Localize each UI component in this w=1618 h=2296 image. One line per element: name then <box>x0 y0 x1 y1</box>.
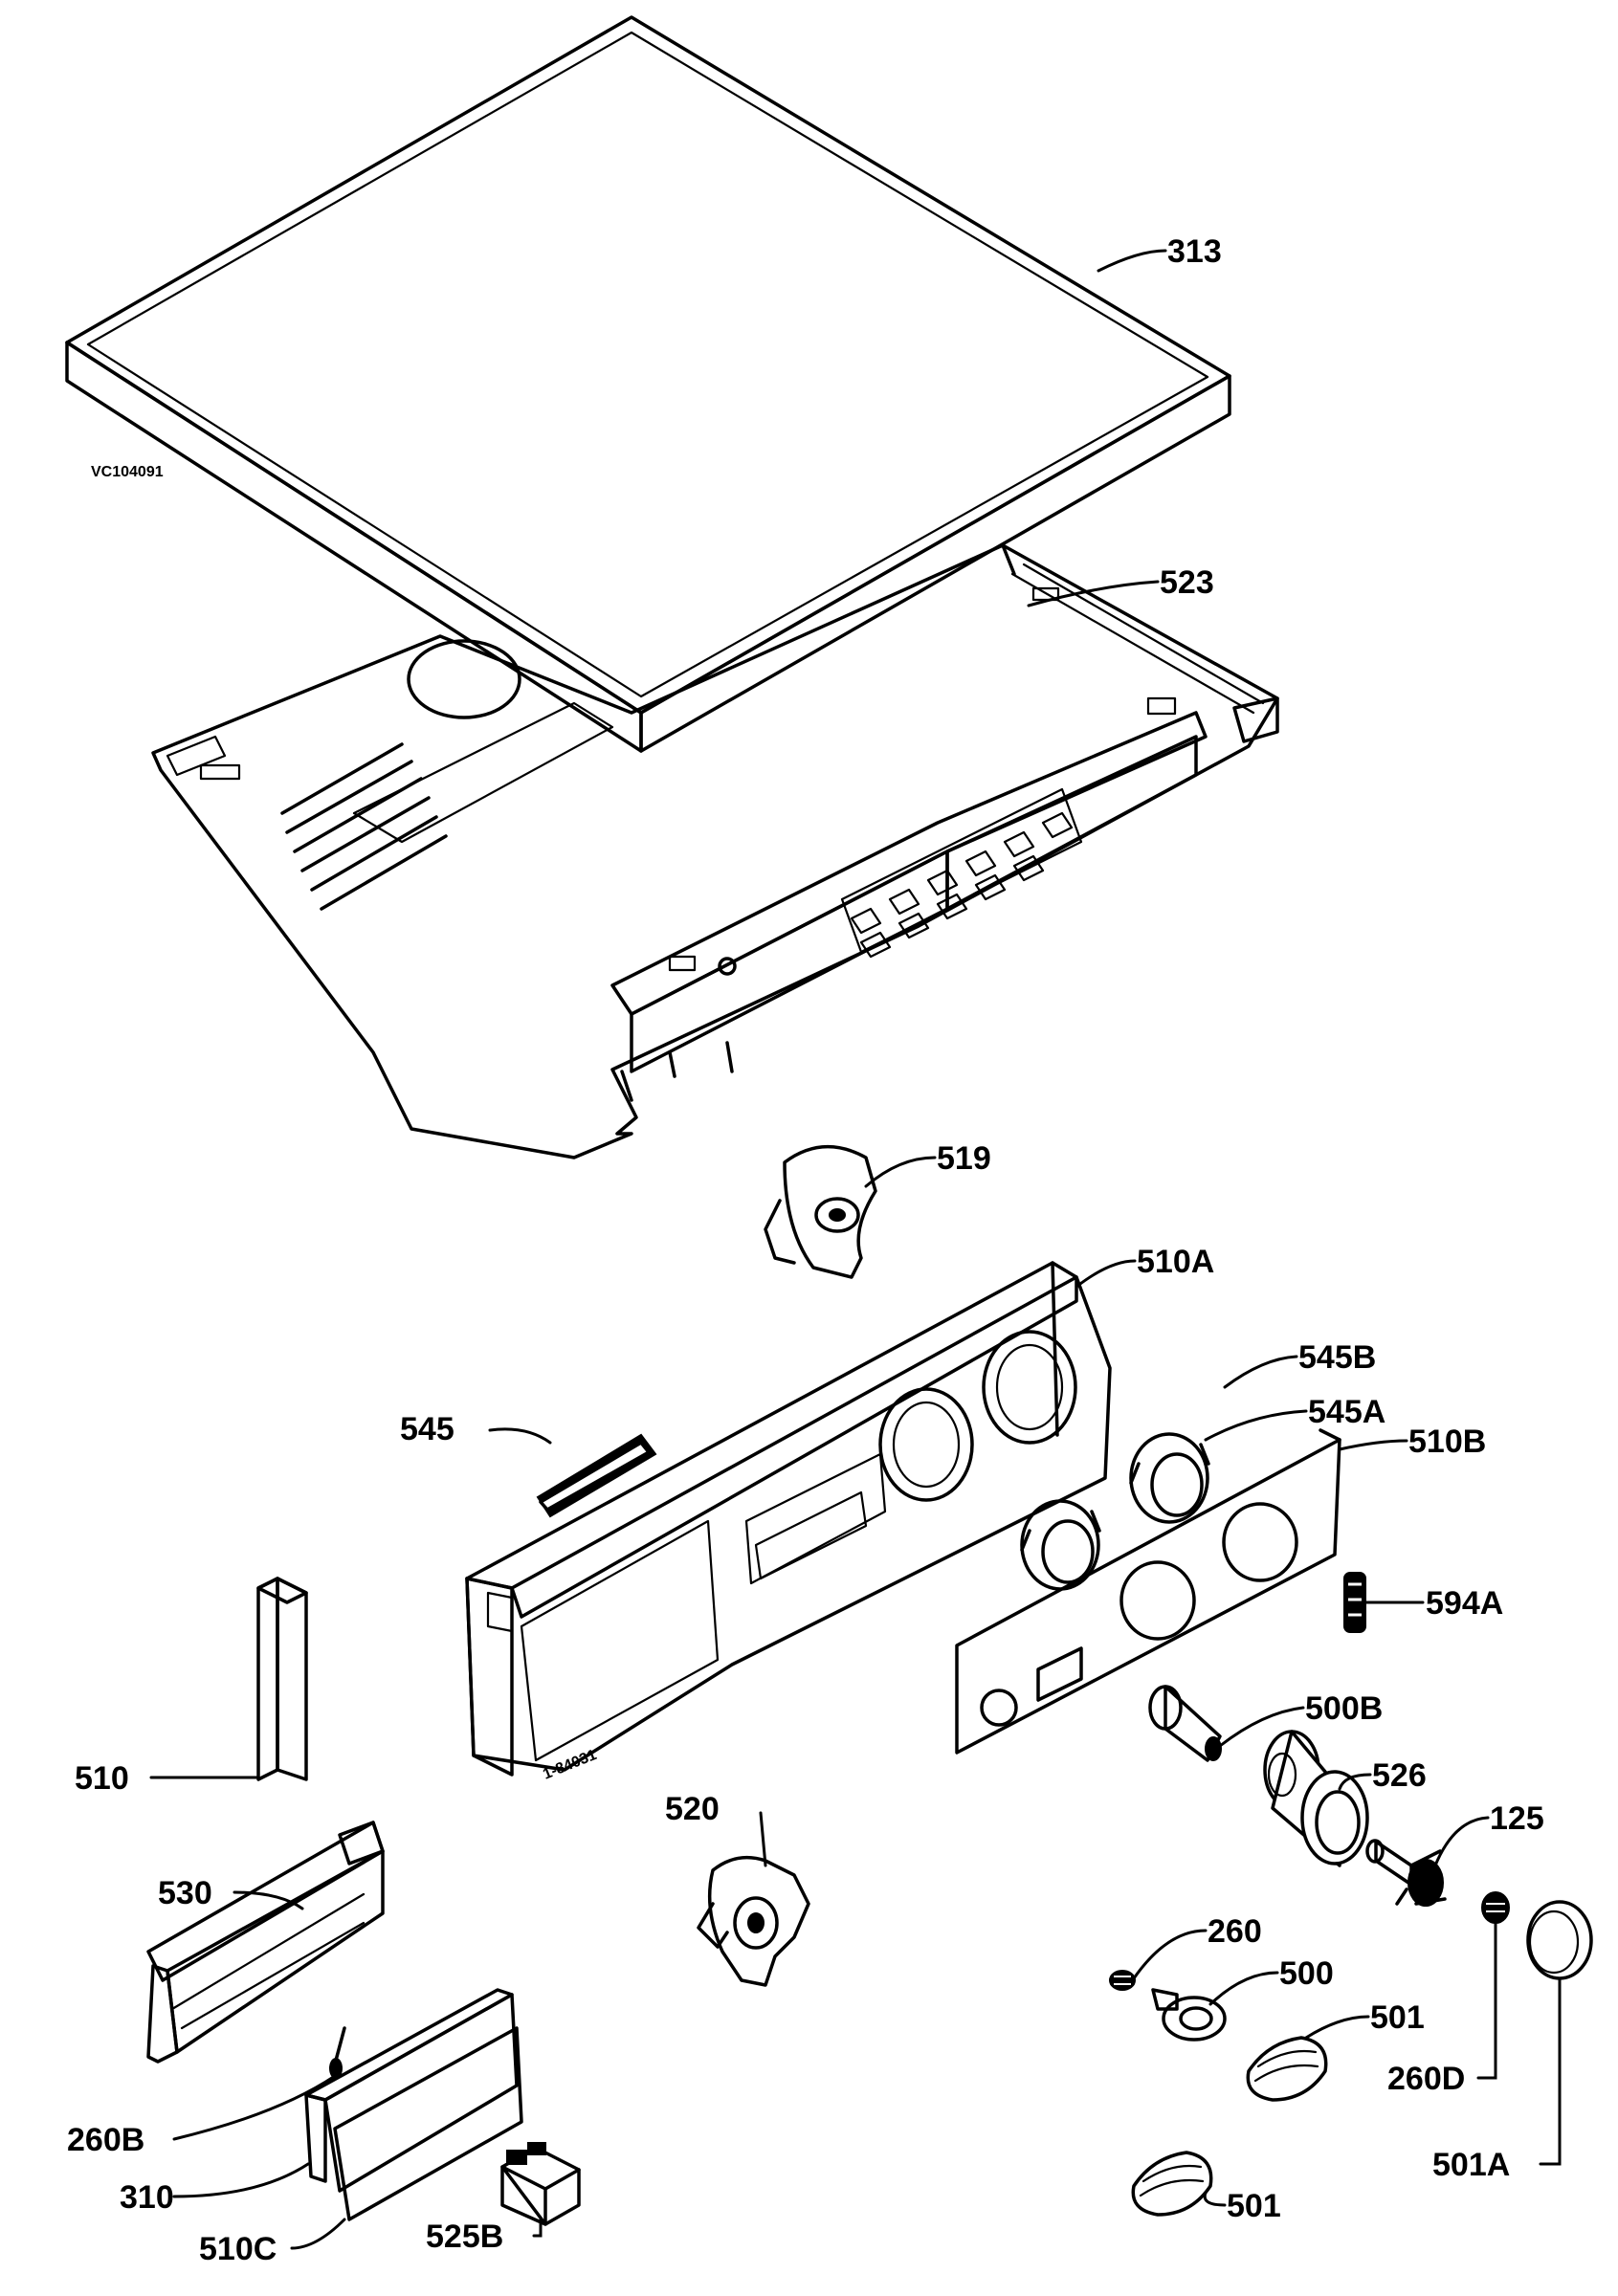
callout-510c: 510C <box>199 2231 277 2267</box>
callout-510: 510 <box>75 1760 129 1797</box>
callout-523: 523 <box>1160 564 1214 601</box>
part-510-bracket <box>256 1577 308 1781</box>
callout-525b: 525B <box>426 2219 503 2255</box>
leader-lines <box>149 249 1562 2250</box>
part-519-switch <box>764 1145 877 1279</box>
part-520-switch <box>697 1855 810 1987</box>
part-260-spring <box>1109 1970 1136 1991</box>
callout-510a: 510A <box>1137 1244 1214 1280</box>
callout-310: 310 <box>120 2179 174 2216</box>
part-525b-latch <box>500 2142 581 2226</box>
callout-313: 313 <box>1167 233 1222 270</box>
drawing-code-label: VC104091 <box>91 464 164 480</box>
part-501a-cap <box>1526 1900 1593 1980</box>
callout-500b: 500B <box>1305 1690 1383 1727</box>
part-594a-clip <box>1343 1572 1366 1633</box>
part-501-knob-lower <box>1131 2151 1213 2217</box>
callout-520: 520 <box>665 1791 720 1827</box>
callout-260d: 260D <box>1387 2061 1465 2097</box>
callout-510b: 510B <box>1408 1424 1486 1460</box>
callout-501-lower: 501 <box>1227 2188 1281 2224</box>
part-510b-panel-insert <box>955 1428 1341 1755</box>
callout-545: 545 <box>400 1411 454 1447</box>
frame-vent-slots <box>280 742 448 911</box>
part-545-lens <box>536 1433 657 1518</box>
part-526-knob-housing <box>1263 1730 1369 1867</box>
part-545b-bezel <box>1129 1432 1210 1524</box>
part-510a-control-panel: 1-84031 <box>465 1261 1112 1783</box>
callout-594a: 594A <box>1426 1585 1503 1622</box>
callout-545b: 545B <box>1298 1339 1376 1376</box>
callout-526: 526 <box>1372 1757 1427 1794</box>
part-501-knob-upper <box>1246 2036 1328 2102</box>
callout-519: 519 <box>937 1140 991 1177</box>
callout-501-upper: 501 <box>1370 1999 1425 2036</box>
part-500-coupling <box>1151 1988 1227 2042</box>
callout-260: 260 <box>1208 1913 1262 1950</box>
callout-501a: 501A <box>1432 2147 1510 2183</box>
part-125-thermostat <box>1365 1839 1447 1907</box>
part-313-top-cover <box>65 15 1231 753</box>
callout-125: 125 <box>1490 1800 1544 1837</box>
frame-vent-grille <box>840 787 1083 959</box>
part-530-handle <box>146 1821 385 2064</box>
part-510c-panel <box>323 1993 523 2221</box>
part-260d-spring <box>1481 1891 1510 1924</box>
callout-530: 530 <box>158 1875 212 1911</box>
callout-545a: 545A <box>1308 1394 1385 1430</box>
part-500b-spindle <box>1148 1685 1222 1762</box>
callout-labels: 313 523 519 510A 545B 545A 545 510B 594A… <box>67 233 1544 2267</box>
callout-500: 500 <box>1279 1955 1334 1992</box>
callout-260b: 260B <box>67 2122 144 2158</box>
part-260b-spring <box>329 2026 346 2079</box>
part-523-frame <box>151 543 1279 1159</box>
